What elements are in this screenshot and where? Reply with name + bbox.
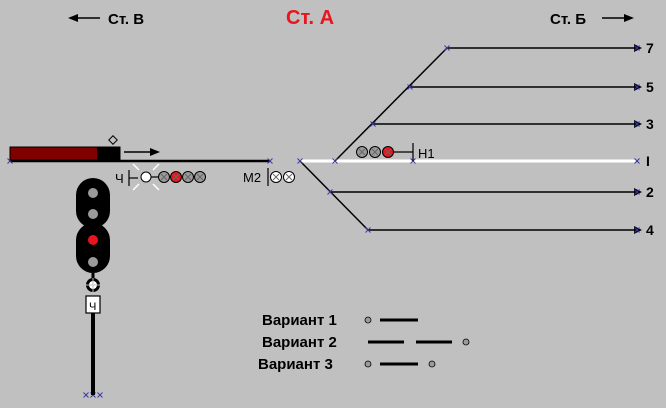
mast-signal-upper-head (76, 178, 110, 228)
train-marker-icon (108, 135, 118, 145)
signal-ch-label: Ч (115, 171, 124, 186)
train[interactable] (9, 135, 121, 161)
signal-m2-label: М2 (243, 170, 261, 185)
signal-h1-label: Н1 (418, 146, 435, 161)
track-label-5: 5 (646, 79, 654, 95)
legend-variant-1: Вариант 1 (262, 312, 337, 329)
track-label-2: 2 (646, 184, 654, 200)
legend: Вариант 1 Вариант 2 Вариант 3 (258, 312, 470, 373)
train-direction-arrow-icon (124, 148, 160, 156)
station-right-header: Ст. Б (550, 11, 634, 28)
arrow-left-icon (68, 14, 78, 22)
track-label-3: 3 (646, 116, 654, 132)
signal-m2[interactable]: М2 (243, 168, 295, 186)
signal-ch[interactable]: Ч (115, 163, 206, 191)
mast-signal-lower-head (76, 223, 110, 273)
station-left-header: Ст. В (68, 11, 144, 28)
station-left-label: Ст. В (108, 11, 144, 28)
track-lines (299, 47, 636, 231)
station-right-label: Ст. Б (550, 11, 586, 28)
mast-signal-ch-label: Ч (89, 301, 96, 313)
legend-variant-2: Вариант 2 (262, 334, 337, 351)
track-label-1: I (646, 153, 650, 169)
signal-h1[interactable]: Н1 (356, 143, 435, 161)
arrow-right-icon (624, 14, 634, 22)
track-label-4: 4 (646, 222, 654, 238)
track-end-markers (634, 44, 642, 234)
mast-signal-red-lamp (88, 235, 98, 245)
legend-variant-3: Вариант 3 (258, 356, 333, 373)
track-label-7: 7 (646, 40, 654, 56)
signal-ch-glow-icon (132, 163, 160, 191)
station-center-label: Ст. А (286, 7, 334, 29)
mast-signal-small-lamp (86, 278, 100, 292)
mast-signal[interactable]: Ч (76, 178, 110, 395)
signal-ch-lamp-white (140, 171, 152, 183)
